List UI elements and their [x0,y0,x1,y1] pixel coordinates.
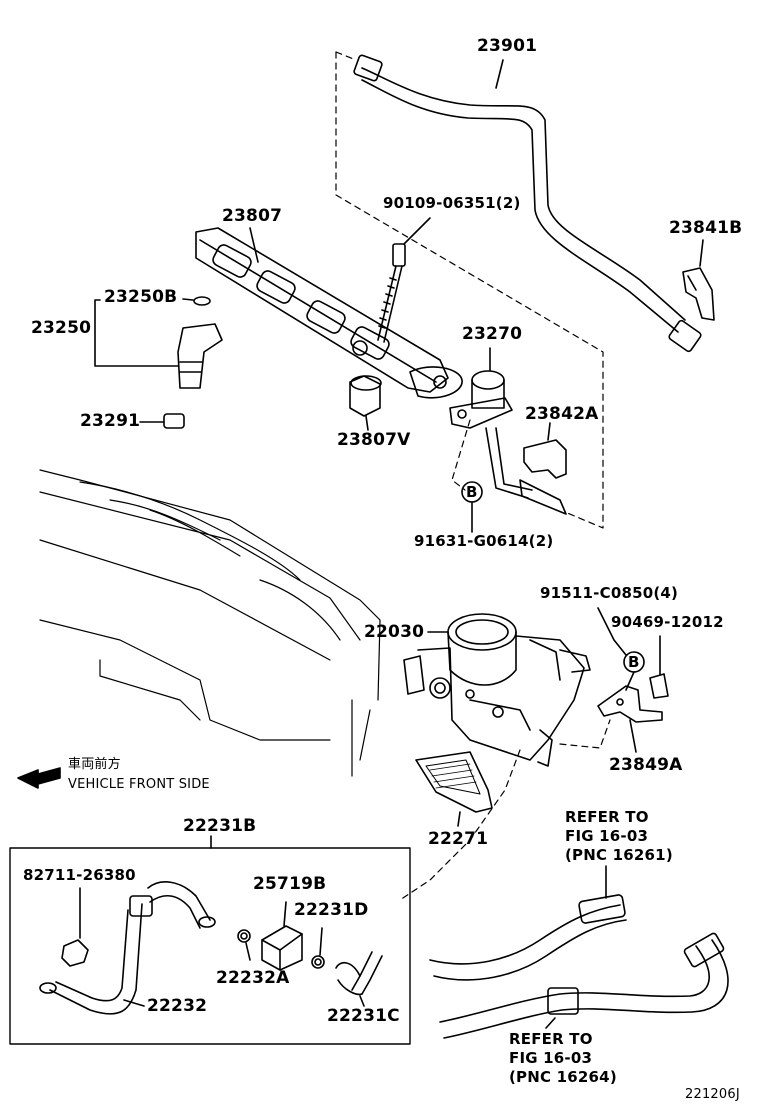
leader-23807v [365,415,369,431]
leader-23842a [547,422,551,441]
label-22271[interactable]: 22271 [428,829,489,849]
leader-23250 [94,299,179,367]
injector-23250[interactable] [177,323,223,389]
reference-16261-line2: FIG 16-03 [565,827,649,845]
leader-22231d [319,927,323,956]
label-23841b[interactable]: 23841B [669,218,743,238]
label-91631-g0614[interactable]: 91631-G0614(2) [414,532,554,550]
detail-box-22231b [9,847,411,1045]
clip-82711[interactable] [61,939,89,967]
gasket-22271[interactable] [415,751,493,813]
reference-16261-line3[interactable]: (PNC 16261) [565,846,673,864]
leader-b2 [625,671,635,691]
clamp-22232a[interactable] [237,929,251,943]
hose-16264[interactable] [439,932,729,1039]
arrow-left-icon [17,767,61,789]
label-23270[interactable]: 23270 [462,324,523,344]
clip-23842a[interactable] [523,439,567,479]
label-90109-06351[interactable]: 90109-06351(2) [383,194,521,212]
hose-23901[interactable] [353,54,702,353]
throttle-body-22030[interactable] [403,613,591,767]
label-91511-c0850[interactable]: 91511-C0850(4) [540,584,679,602]
marker-b-upper-text: B [466,483,478,501]
leader-23849a [629,719,637,753]
dashed-guides-lower [399,719,611,901]
bracket-23849a[interactable] [597,685,663,723]
leader-23807 [249,227,259,263]
vsv-25719b[interactable] [261,925,303,971]
label-23901[interactable]: 23901 [477,36,538,56]
leader-23841b [699,239,704,267]
reference-16264-line3[interactable]: (PNC 16264) [509,1068,617,1086]
label-22231b[interactable]: 22231B [183,816,257,836]
label-25719b[interactable]: 25719B [253,874,327,894]
leader-91511 [597,607,627,656]
clamp-22231d[interactable] [311,955,325,969]
marker-b-lower-text: B [628,653,640,671]
label-23250b[interactable]: 23250B [104,287,178,307]
leader-16264 [545,1017,556,1029]
label-23807[interactable]: 23807 [222,206,283,226]
leader-25719b [283,901,287,927]
intake-manifold [39,469,381,777]
leader-23250b [182,298,194,301]
leader-90109 [403,217,431,245]
oring-23250b[interactable] [193,296,211,306]
clip-90469[interactable] [649,673,669,699]
dashed-group-outline [335,51,604,529]
hose-22232[interactable] [39,881,216,1015]
direction-label-en: VEHICLE FRONT SIDE [68,777,210,792]
label-23849a[interactable]: 23849A [609,755,683,775]
label-82711-26380[interactable]: 82711-26380 [23,866,136,884]
reference-16261-line1: REFER TO [565,808,649,826]
leader-22231c [359,995,365,1007]
seal-23291[interactable] [163,413,185,429]
hose-16261[interactable] [429,894,627,981]
label-22231c[interactable]: 22231C [327,1006,400,1026]
regulator-23270[interactable] [449,370,567,515]
reference-16264-line2: FIG 16-03 [509,1049,593,1067]
figure-id: 221206J [685,1087,740,1102]
label-22231d[interactable]: 22231D [294,900,369,920]
label-22232[interactable]: 22232 [147,996,208,1016]
leader-22271 [457,811,461,827]
insulator-23807v[interactable] [349,375,382,417]
clamp-23841b[interactable] [682,267,715,321]
reference-16264-line1: REFER TO [509,1030,593,1048]
leader-22232a [245,942,251,961]
fuel-rail-23807[interactable] [195,227,463,399]
hose-22231c[interactable] [335,951,383,996]
label-23291[interactable]: 23291 [80,411,141,431]
label-23842a[interactable]: 23842A [525,404,599,424]
reference-16261: REFER TO FIG 16-03 (PNC 16261) [565,808,673,865]
label-22030[interactable]: 22030 [364,622,425,642]
label-23250[interactable]: 23250 [31,318,92,338]
bolt-90109[interactable] [377,243,406,343]
leader-23901 [495,59,504,89]
reference-16264: REFER TO FIG 16-03 (PNC 16264) [509,1030,617,1087]
leader-22232 [123,999,145,1007]
direction-label-jp: 車両前方 [68,757,121,772]
label-22232a[interactable]: 22232A [216,968,290,988]
label-23807v[interactable]: 23807V [337,430,411,450]
label-90469-12012[interactable]: 90469-12012 [611,613,724,631]
